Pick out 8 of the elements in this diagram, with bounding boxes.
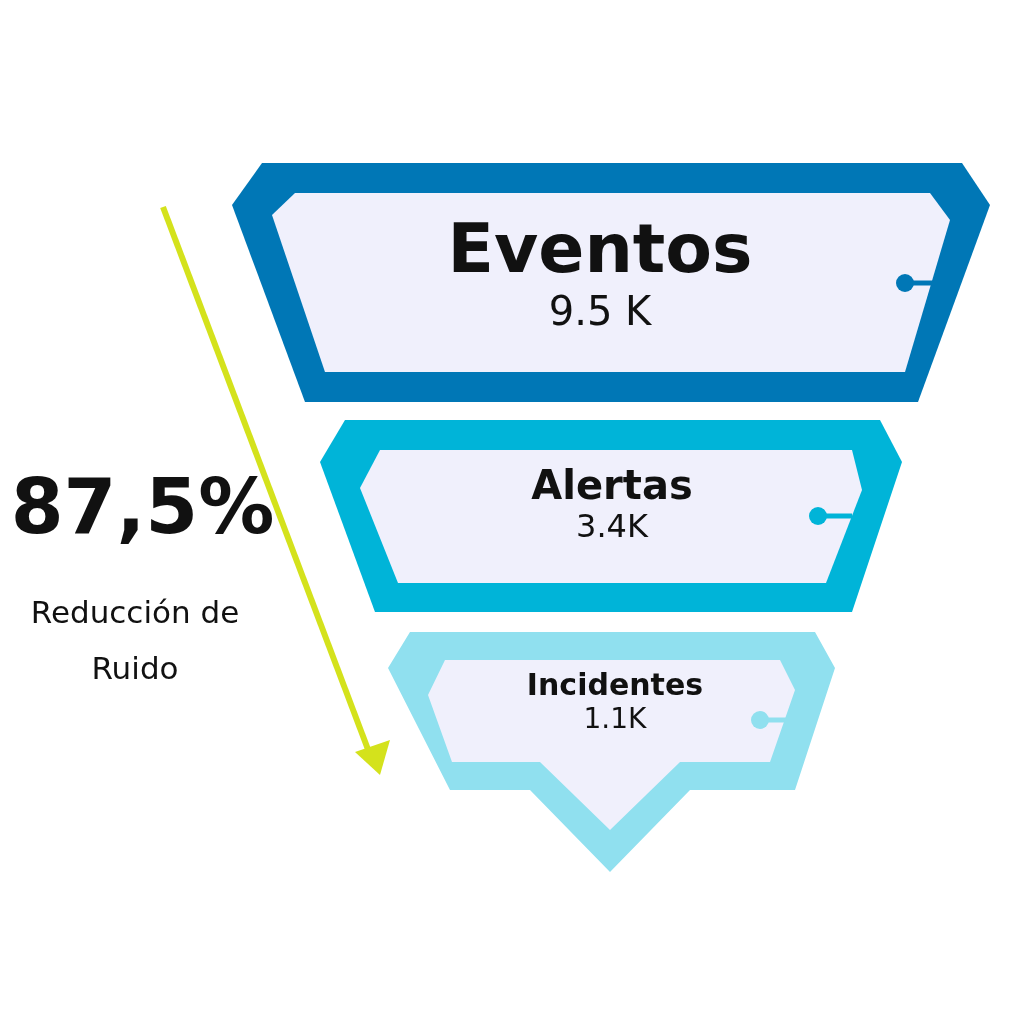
percentage-value: 87,5% xyxy=(10,465,275,549)
stage-count: 3.4K xyxy=(576,508,648,545)
stage-count: 1.1K xyxy=(583,702,647,735)
stage-title: Alertas xyxy=(531,462,693,508)
stage-count: 9.5 K xyxy=(548,288,652,335)
stage-title: Eventos xyxy=(447,210,753,289)
stage-title: Incidentes xyxy=(526,668,704,703)
reduction-caption: Reducción de Ruido xyxy=(30,593,240,688)
